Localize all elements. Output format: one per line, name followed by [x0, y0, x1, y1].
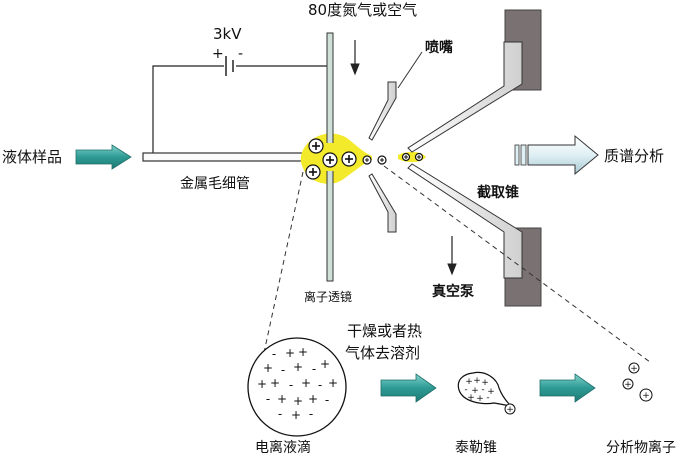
- drying-arrow-icon: [380, 373, 437, 403]
- svg-text:-: -: [325, 393, 329, 407]
- battery-plus-label: +: [212, 46, 224, 62]
- svg-text:+: +: [328, 376, 338, 390]
- positive-ion-icons: [305, 138, 424, 180]
- drying-label-line1: 干燥或者热: [347, 322, 423, 340]
- svg-text:+: +: [471, 386, 479, 396]
- svg-text:+: +: [642, 391, 650, 401]
- liquid-sample-arrow-icon: [75, 144, 132, 170]
- vacuum-arrow: [447, 236, 457, 276]
- liquid-sample-label: 液体样品: [2, 148, 63, 166]
- svg-text:-: -: [309, 407, 313, 421]
- mass-spec-arrow-icon: [514, 134, 599, 176]
- svg-text:+: +: [291, 408, 301, 422]
- svg-text:+: +: [481, 378, 489, 388]
- analyte-ion-signs: + + +: [624, 364, 650, 401]
- circuit-wire: [152, 65, 331, 156]
- svg-text:-: -: [318, 378, 322, 392]
- svg-text:-: -: [278, 407, 282, 421]
- nozzle-pointer: [397, 51, 423, 89]
- svg-text:-: -: [272, 347, 276, 361]
- mass-spec-label: 质谱分析: [604, 147, 665, 165]
- svg-text:+: +: [263, 361, 273, 375]
- battery-icon: [225, 56, 234, 76]
- analyte-ion-icons: [622, 362, 653, 402]
- voltage-label: 3kV: [213, 25, 242, 43]
- gas-label: 80度氮气或空气: [308, 1, 418, 19]
- capillary-label: 金属毛细管: [180, 176, 250, 192]
- svg-text:+: +: [487, 387, 495, 397]
- svg-text:-: -: [281, 363, 285, 377]
- skimmer-label: 截取锥: [477, 185, 519, 201]
- drying-label-line2: 气体去溶剂: [345, 344, 421, 362]
- charged-droplet: -++ +-+-+ ++-+-+ -+++- -+-: [247, 337, 347, 437]
- svg-text:+: +: [320, 357, 330, 371]
- svg-text:+: +: [630, 364, 638, 374]
- svg-text:+: +: [277, 392, 287, 406]
- nozzle-label: 喷嘴: [425, 40, 453, 56]
- svg-text:+: +: [506, 405, 514, 415]
- vacuum-pump-label: 真空泵: [432, 284, 474, 300]
- svg-text:+: +: [293, 360, 303, 374]
- svg-text:+: +: [285, 346, 295, 360]
- ion-plus-signs: [309, 142, 421, 176]
- svg-text:-: -: [289, 378, 293, 392]
- svg-text:+: +: [308, 392, 318, 406]
- gas-flow-arrow: [350, 40, 360, 76]
- analyte-ions-label: 分析物离子: [606, 440, 676, 456]
- svg-text:-: -: [486, 393, 489, 403]
- svg-text:-: -: [481, 385, 484, 395]
- skimmer-cone: [407, 9, 542, 307]
- ion-lens-label: 离子透镜: [304, 290, 353, 304]
- metal-capillary: [142, 152, 326, 162]
- taylor-cone-label: 泰勒锥: [455, 440, 497, 456]
- svg-text:+: +: [293, 394, 303, 408]
- ion-arrow-icon: [539, 373, 596, 403]
- svg-text:-: -: [464, 385, 467, 395]
- droplet-label: 电离液滴: [255, 440, 311, 456]
- svg-text:+: +: [467, 393, 475, 403]
- svg-text:+: +: [624, 380, 632, 390]
- svg-text:-: -: [312, 362, 316, 376]
- taylor-cone-droplet: +++ -+-+ ++- +: [457, 371, 516, 415]
- svg-text:+: +: [473, 376, 481, 386]
- svg-text:+: +: [465, 377, 473, 387]
- svg-text:+: +: [298, 345, 308, 359]
- nozzle: [368, 81, 397, 233]
- svg-text:+: +: [257, 377, 267, 391]
- battery-minus-label: -: [238, 46, 244, 62]
- zoom-lines: [261, 165, 651, 363]
- svg-text:+: +: [301, 376, 311, 390]
- svg-text:+: +: [270, 376, 280, 390]
- svg-text:-: -: [266, 392, 270, 406]
- svg-text:+: +: [476, 394, 484, 404]
